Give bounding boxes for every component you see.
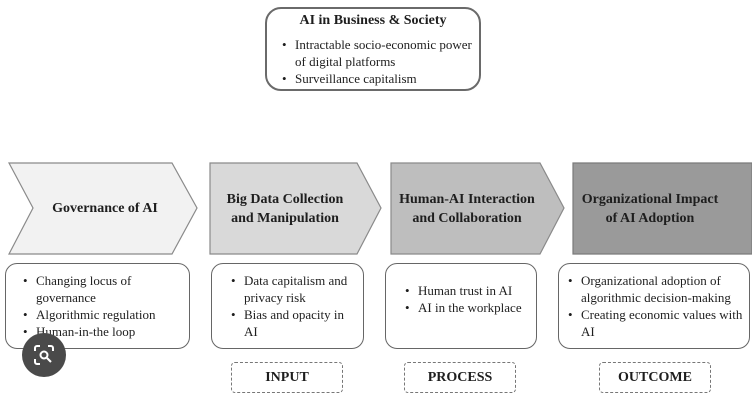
stage-arrow-organizational <box>572 162 752 255</box>
detail-box-organizational: Organizational adoption of algorithmic d… <box>558 263 750 349</box>
context-item: Surveillance capitalism <box>281 70 477 87</box>
phase-tag-input: INPUT <box>231 362 343 393</box>
detail-item: Bias and opacity in AI <box>230 306 355 340</box>
detail-item: Human trust in AI <box>404 282 528 299</box>
stage-arrow-governance <box>8 162 198 255</box>
context-list: Intractable socio-economic power of digi… <box>281 36 477 87</box>
detail-item: Creating economic values with AI <box>567 306 745 340</box>
stage-arrow-human-ai <box>390 162 565 255</box>
stage-label-big-data: Big Data Collection and Manipulation <box>226 191 344 226</box>
lens-search-button[interactable] <box>22 333 66 377</box>
detail-item: Organizational adoption of algorithmic d… <box>567 272 745 306</box>
lens-search-icon <box>34 345 54 365</box>
context-title: AI in Business & Society <box>299 13 447 28</box>
context-box: AI in Business & Society Intractable soc… <box>265 7 481 91</box>
detail-item: Human-in-the loop <box>22 323 181 340</box>
context-item: Intractable socio-economic power of digi… <box>281 36 477 70</box>
stage-label-organizational: Organizational Impact of AI Adoption <box>581 191 719 226</box>
stage-label-human-ai: Human-AI Interaction and Collaboration <box>399 191 535 226</box>
detail-item: Changing locus of governance <box>22 272 181 306</box>
detail-item: Data capitalism and privacy risk <box>230 272 355 306</box>
stage-arrow-big-data <box>209 162 382 255</box>
phase-tag-outcome: OUTCOME <box>599 362 711 393</box>
detail-box-human-ai: Human trust in AI AI in the workplace <box>385 263 537 349</box>
detail-item: Algorithmic regulation <box>22 306 181 323</box>
phase-tag-process: PROCESS <box>404 362 516 393</box>
detail-item: AI in the workplace <box>404 299 528 316</box>
detail-box-big-data: Data capitalism and privacy risk Bias an… <box>211 263 364 349</box>
stage-label-governance: Governance of AI <box>52 201 158 216</box>
